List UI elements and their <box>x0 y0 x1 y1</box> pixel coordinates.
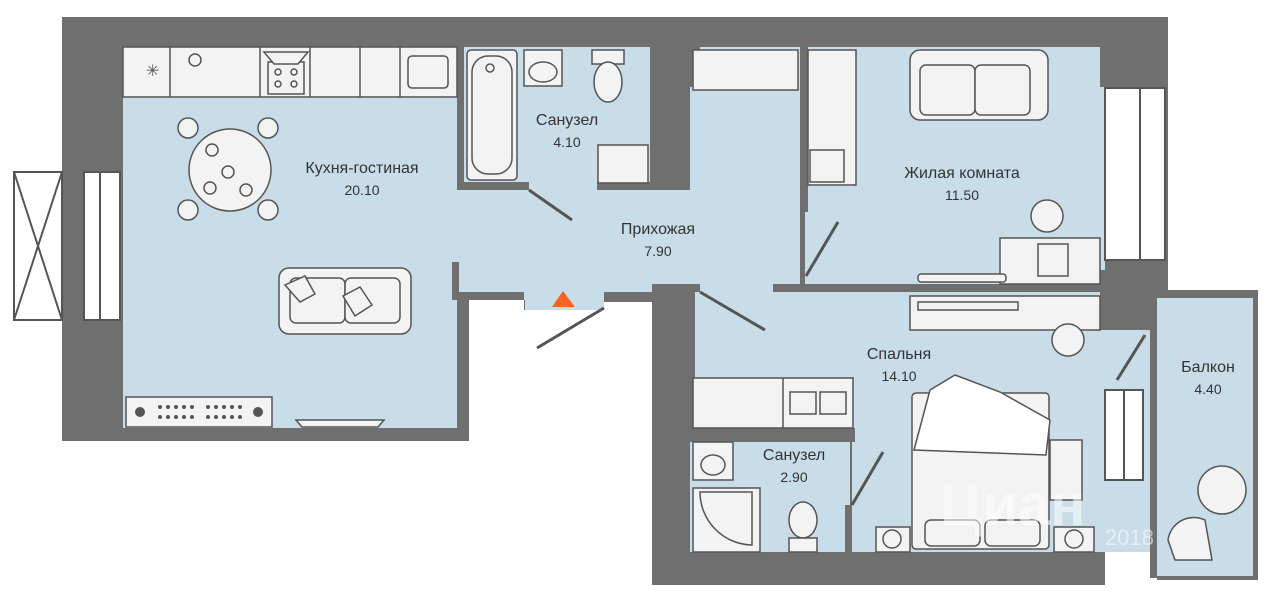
room-name: Спальня <box>866 346 932 363</box>
room-name: Кухня-гостиная <box>305 160 419 177</box>
room-area: 4.40 <box>1194 381 1222 397</box>
entrance-triangle-icon <box>552 291 575 307</box>
bath2-toilet-icon <box>788 501 818 539</box>
balcony-chair <box>1167 516 1213 561</box>
furniture: ✳ <box>122 46 1247 561</box>
room-name: Балкон <box>1181 359 1235 376</box>
room-label-bath-1: Санузел 4.10 <box>536 111 598 153</box>
room-area: 11.50 <box>945 187 979 203</box>
room-kitchen-living <box>123 47 457 428</box>
room-label-bedroom: Спальня 14.10 <box>867 345 931 387</box>
room-hallway <box>457 187 800 310</box>
room-area: 4.10 <box>553 134 581 150</box>
watermark: Циан 2018 <box>940 473 1154 550</box>
room-area: 14.10 <box>881 368 917 384</box>
washer-icon <box>597 144 649 184</box>
radiator <box>125 396 273 428</box>
watermark-year: 2018 <box>1105 525 1154 550</box>
hob-icon <box>267 61 305 95</box>
window-right <box>1104 87 1166 261</box>
room-area: 2.90 <box>780 469 808 485</box>
room-label-living: Жилая комната 11.50 <box>904 164 1020 206</box>
sink-icon <box>407 55 449 89</box>
room-name: Санузел <box>535 112 599 129</box>
room-label-balcony: Балкон 4.40 <box>1181 358 1235 400</box>
svg-text:✳: ✳ <box>146 61 159 80</box>
wardrobe-hallway <box>692 49 799 91</box>
room-label-hallway: Прихожая 7.90 <box>621 220 695 262</box>
room-name: Жилая комната <box>904 165 1020 182</box>
doors <box>528 188 1147 506</box>
tv <box>294 419 386 428</box>
room-name: Прихожая <box>620 221 696 238</box>
windows <box>13 87 1166 481</box>
room-area: 7.90 <box>644 243 672 259</box>
watermark-text: Циан <box>940 473 1085 538</box>
balcony-table <box>1197 465 1247 515</box>
room-label-bath-2: Санузел 2.90 <box>763 446 825 488</box>
room-name: Санузел <box>762 447 826 464</box>
room-label-kitchen-living: Кухня-гостиная 20.10 <box>305 159 418 201</box>
room-area: 20.10 <box>344 182 380 198</box>
tap-icon <box>188 53 202 67</box>
